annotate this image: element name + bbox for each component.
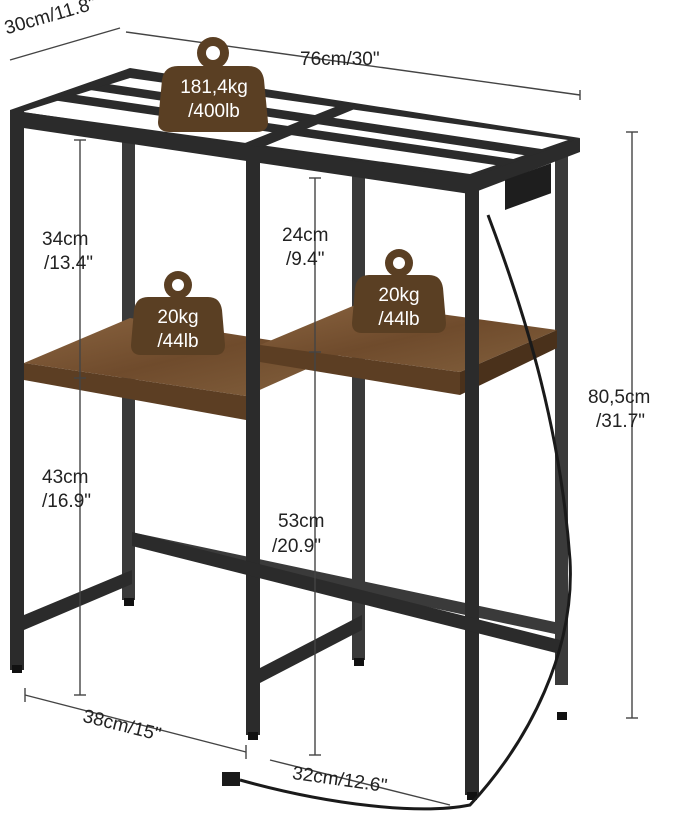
lower-right-gap-line1: 53cm — [278, 511, 325, 532]
weight-badge-right — [352, 249, 446, 333]
upper-right-gap-line2: /9.4" — [286, 249, 325, 270]
upper-left-gap-line2: /13.4" — [44, 253, 94, 274]
front-frame — [10, 110, 567, 800]
left-shelf-load-line1: 20kg — [157, 307, 199, 328]
top-load-line1: 181,4kg — [180, 77, 248, 98]
right-shelf-load-line1: 20kg — [378, 285, 420, 306]
height-label-line1: 80,5cm — [588, 387, 651, 408]
lower-left-gap-line1: 43cm — [42, 467, 89, 488]
left-shelf-load-line2: /44lb — [157, 331, 199, 352]
height-label-line2: /31.7" — [596, 411, 646, 432]
lower-left-gap-line2: /16.9" — [42, 491, 92, 512]
upper-right-gap-line1: 24cm — [282, 225, 329, 246]
top-load-line2: /400lb — [188, 101, 240, 122]
power-plug — [222, 772, 240, 786]
width-label: 76cm/30" — [300, 49, 380, 70]
right-shelf-load-line2: /44lb — [378, 309, 420, 330]
right-shelf — [260, 303, 557, 395]
upper-left-gap-line1: 34cm — [42, 229, 89, 250]
top-frame — [10, 68, 580, 210]
weight-badge-left — [131, 271, 225, 355]
lower-right-gap-line2: /20.9" — [272, 536, 322, 557]
back-frame — [122, 95, 568, 685]
power-cord — [239, 214, 572, 811]
weight-badge-top — [158, 37, 268, 132]
